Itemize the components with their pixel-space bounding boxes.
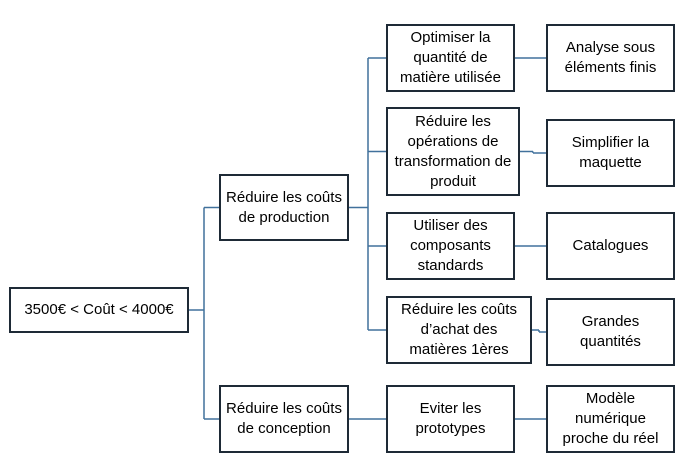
action-composants-label: Utiliser des composants standards — [410, 217, 491, 274]
solution-analyse-node: Analyse sous éléments finis — [546, 24, 675, 92]
action-composants-node: Utiliser des composants standards — [386, 212, 515, 280]
action-achat-node: Réduire les coûts d’achat des matières 1… — [386, 296, 532, 364]
solution-analyse-label: Analyse sous éléments finis — [564, 39, 657, 76]
branch-conception-label: Réduire les coûts de conception — [226, 400, 342, 437]
branch-production-label: Réduire les coûts de production — [226, 188, 342, 226]
solution-maquette-label: Simplifier la maquette — [571, 134, 650, 171]
action-achat-label: Réduire les coûts d’achat des matières 1… — [401, 301, 517, 358]
solution-modele-label: Modèle numérique proche du réel — [562, 390, 659, 447]
action-operations-node: Réduire les opérations de transformation… — [386, 107, 520, 196]
action-prototypes-node: Eviter les prototypes — [386, 385, 515, 453]
solution-modele-node: Modèle numérique proche du réel — [546, 385, 675, 453]
solution-quantites-node: Grandes quantités — [546, 298, 675, 366]
action-optimiser-label: Optimiser la quantité de matière utilisé… — [400, 29, 501, 86]
root-node-label: 3500€ < Coût < 4000€ — [24, 301, 174, 318]
action-optimiser-node: Optimiser la quantité de matière utilisé… — [386, 24, 515, 92]
action-prototypes-label: Eviter les prototypes — [415, 400, 486, 437]
solution-catalogues-label: Catalogues — [572, 237, 649, 254]
solution-maquette-node: Simplifier la maquette — [546, 119, 675, 187]
branch-production-node: Réduire les coûts de production — [219, 174, 349, 241]
root-node: 3500€ < Coût < 4000€ — [9, 287, 189, 333]
solution-catalogues-node: Catalogues — [546, 212, 675, 280]
branch-conception-node: Réduire les coûts de conception — [219, 385, 349, 453]
action-operations-label: Réduire les opérations de transformation… — [394, 112, 512, 190]
solution-quantites-label: Grandes quantités — [580, 313, 641, 350]
